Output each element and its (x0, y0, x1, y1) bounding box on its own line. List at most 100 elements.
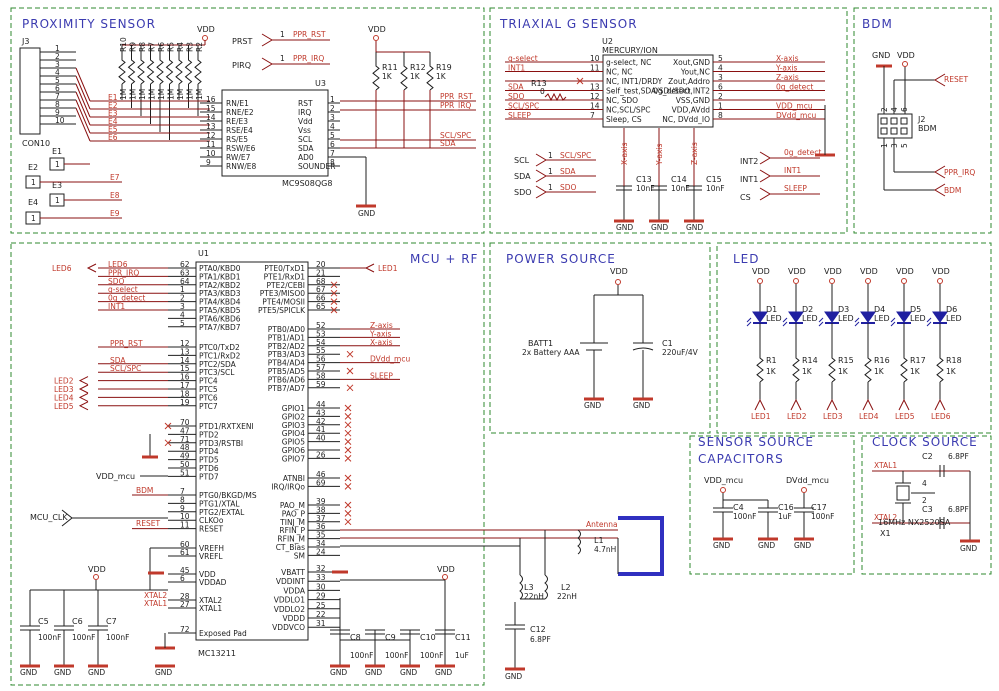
u3-right-pin-num-4: 5 (330, 131, 335, 140)
u3-left-pin-label-5: RSW/E6 (226, 144, 256, 153)
int1-label: INT1 (740, 175, 758, 184)
j2-pin3[interactable] (890, 127, 898, 135)
u3-left-pin-label-7: RNW/E8 (226, 162, 257, 171)
u1-left-label-p4: XTAL2 (199, 596, 222, 605)
led-vdd-label-5: VDD (932, 267, 950, 276)
u3-part-label: MC9S08QG8 (282, 179, 332, 188)
u2-chip (602, 54, 714, 128)
power-vdd-label: VDD (610, 267, 628, 276)
c6-value: 100nF (72, 633, 95, 642)
vdd-mcu-cap-label: VDD (88, 565, 106, 574)
vdd-mcu-cap-terminal (93, 574, 99, 580)
c17-gnd-label: GND (794, 541, 811, 550)
vdd-prox-terminal (202, 35, 208, 41)
bdm-vdd-terminal (902, 61, 908, 67)
u1-chip (195, 261, 309, 641)
prox-res-label-R2: R2 (195, 42, 204, 52)
u1-right-num-vb2: 30 (316, 582, 326, 591)
c8-label: C8 (350, 633, 361, 642)
u1-e-nc-5 (330, 306, 338, 314)
led-word-4: LED (910, 314, 926, 323)
j3-pin-number-8: 8 (55, 100, 60, 109)
sleep-net: SLEEP (784, 184, 807, 193)
u1-right-label-gp3: GPIO4 (282, 429, 305, 438)
bdm-net: BDM (136, 486, 153, 495)
led-ref-4: D5 (910, 305, 921, 314)
u1-right-num-b0: 52 (316, 321, 326, 330)
bdm-gnd-label: GND (872, 51, 890, 60)
e4-label: E4 (28, 198, 38, 207)
led-word-1: LED (802, 314, 818, 323)
u1-right-label-rf3: RFIN_P (279, 526, 305, 535)
j2-pin6[interactable] (900, 117, 908, 125)
prox-gnd-label: GND (358, 209, 375, 218)
u1-right-label-b6: PTB6/AD6 (268, 375, 305, 384)
led-ref-5: D6 (946, 305, 957, 314)
j2-pin5[interactable] (900, 127, 908, 135)
prox-res-value-R4: 1M (176, 89, 185, 100)
u1-left-num-d6: 51 (180, 468, 190, 477)
panel-triaxial-border (489, 7, 848, 234)
j2-pin1[interactable] (880, 127, 888, 135)
ppr-irq-net-top: PPR_IRQ (293, 54, 324, 63)
led-net-arrow-0 (754, 398, 766, 411)
led-word-3: LED (874, 314, 890, 323)
u1-right-label-gp0: GPIO1 (282, 404, 305, 413)
c15-label: C15 (706, 175, 722, 184)
u2-left-pin-3: 13 (590, 83, 600, 92)
vdd-prox-label: VDD (197, 25, 215, 34)
triax-sdo-arrow (535, 185, 547, 199)
u2-right-pin-5: 1 (718, 102, 723, 111)
j2-pin2[interactable] (880, 117, 888, 125)
u1-gpio-nc-1 (344, 413, 352, 420)
u1-c-arrow-6 (78, 392, 89, 402)
l2-label: L2 (561, 583, 571, 592)
u1-right-label-b1: PTB1/AD1 (268, 333, 305, 342)
led-rays-3 (854, 317, 860, 327)
c9-value: 100nF (385, 651, 408, 660)
u1-left-num-c0: 12 (180, 339, 190, 348)
u1-rf-nc-0 (344, 501, 352, 509)
u1-left-label-a0: PTA0/KBD0 (199, 264, 241, 273)
u1-left-label-a7: PTA7/KBD7 (199, 323, 241, 332)
u3-right-pin-label-4: SCL (298, 135, 313, 144)
triax-sda-net: SDA (560, 167, 576, 176)
j3-pin-number-1: 1 (55, 44, 60, 53)
u1-right-label-vb3: VDDLO1 (274, 596, 305, 605)
c10-label: C10 (420, 633, 436, 642)
u2-right-net-6: DVdd_mcu (776, 111, 816, 120)
vdd-mcu-label: VDD_mcu (96, 472, 135, 481)
c11-gnd-label: GND (435, 668, 452, 677)
l3-label: L3 (524, 583, 534, 592)
led-vdd-terminal-1 (793, 278, 799, 284)
e-net-jog-E1 (75, 67, 91, 102)
c11-label: C11 (455, 633, 471, 642)
u1-right-label-rf6: SM (294, 551, 305, 560)
u1-rf-nc-1 (344, 510, 352, 517)
j3-connector (19, 47, 41, 135)
led-net-arrow-3 (862, 398, 874, 411)
u2-left-label-3: Self_test,SDA/SDI/SDO (606, 87, 691, 96)
prox-resistor-R8 (137, 56, 145, 85)
u1-right-num-rf6: 24 (316, 547, 326, 556)
triax-scl-arrow (535, 153, 547, 167)
u1-right-num-b6: 58 (316, 371, 326, 380)
u1-right-label-t5: PTE5/SPICLK (258, 306, 306, 315)
u2-part-label: MERCURY/ION (602, 46, 658, 55)
j3-pin-number-4: 4 (55, 68, 60, 77)
u1-left-label-c0: PTC0/TxD2 (199, 343, 240, 352)
u1-left-num-g0: 7 (180, 487, 185, 496)
title-caps-2: CAPACITORS (698, 452, 784, 466)
u1-left-label-c4: PTC4 (199, 377, 218, 386)
u3-left-pin-num-6: 10 (206, 149, 216, 158)
u1-c-arrow-7 (78, 401, 89, 411)
c6-label: C6 (72, 617, 83, 626)
panel-power-border (489, 242, 711, 434)
u1-right-num-rf4: 35 (316, 531, 326, 540)
u1-gpio-nc-3 (344, 429, 352, 437)
led6-arrow (86, 263, 97, 273)
j3-pin-number-2: 2 (55, 52, 60, 61)
u1-atn-nc-0 (344, 474, 352, 482)
j2-pin4[interactable] (890, 117, 898, 125)
u2-right-label-1: Yout,NC (680, 68, 710, 77)
